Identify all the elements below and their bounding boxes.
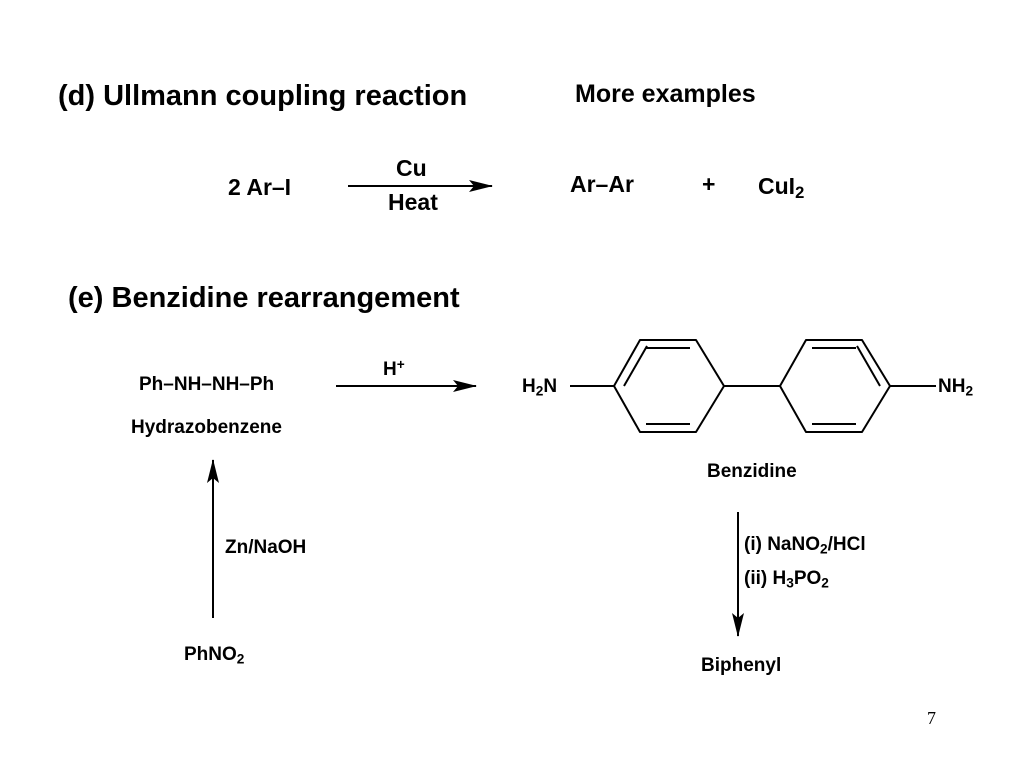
step2-sub1: 3	[786, 575, 794, 591]
left-amine-n: N	[543, 376, 558, 397]
ullmann-product: Ar–Ar	[570, 171, 634, 197]
ullmann-catalyst: Cu	[396, 155, 427, 181]
byproduct-subscript: 2	[795, 183, 805, 203]
benzidine-label: Benzidine	[707, 461, 797, 482]
step2-sub2: 2	[821, 575, 829, 591]
more-examples-label: More examples	[575, 80, 756, 108]
step1-prefix: (i) NaNO	[744, 534, 820, 555]
byproduct-base: CuI	[758, 173, 796, 199]
nitro-sub: 2	[236, 651, 245, 667]
ullmann-reactant: 2 Ar–I	[228, 174, 292, 200]
ullmann-byproduct: CuI2	[758, 173, 804, 201]
right-benzene-ring	[779, 339, 891, 433]
reduction-reagent: Zn/NaOH	[225, 537, 307, 558]
biphenyl-label: Biphenyl	[701, 655, 782, 676]
step2-mid: PO	[793, 568, 822, 589]
benzidine-structure	[570, 339, 936, 433]
page-number: 7	[927, 708, 936, 728]
step2-prefix: (ii) H	[744, 568, 787, 589]
acid-base: H	[383, 359, 397, 380]
acid-catalyst: H+	[383, 356, 405, 380]
ullmann-heading: (d) Ullmann coupling reaction	[58, 80, 468, 112]
step1-sub: 2	[820, 541, 828, 557]
step1-suffix: /HCl	[827, 534, 866, 555]
right-amine-nh: NH	[938, 376, 966, 397]
left-benzene-ring	[613, 339, 725, 433]
acid-charge: +	[396, 356, 405, 372]
deamination-step-1: (i) NaNO2/HCl	[744, 534, 866, 557]
hydrazobenzene-label: Hydrazobenzene	[131, 417, 282, 438]
nitrobenzene-label: PhNO2	[184, 644, 245, 667]
nitro-base: PhNO	[184, 644, 237, 665]
ullmann-condition: Heat	[388, 189, 438, 215]
deamination-step-2: (ii) H3PO2	[744, 568, 829, 591]
left-amine-sub: 2	[535, 383, 544, 399]
ullmann-plus: +	[702, 171, 716, 197]
hydrazobenzene-formula: Ph–NH–NH–Ph	[139, 374, 275, 395]
left-amine-h: H	[522, 376, 536, 397]
left-amine-label: H2N	[522, 376, 558, 399]
right-amine-sub: 2	[965, 383, 974, 399]
benzidine-heading: (e) Benzidine rearrangement	[68, 282, 460, 314]
right-amine-label: NH2	[938, 376, 974, 399]
